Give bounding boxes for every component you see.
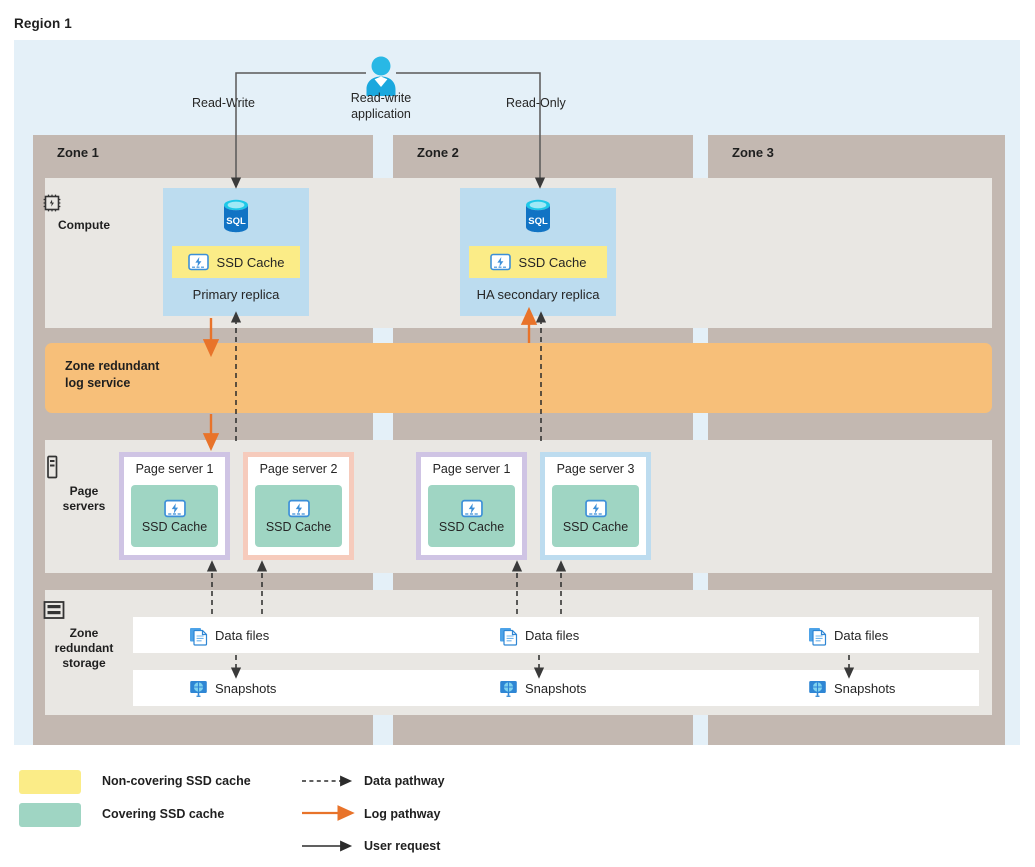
read-write-label: Read-Write xyxy=(192,96,255,110)
page-server-card[interactable]: Page server 2 SSD Cache xyxy=(243,452,354,560)
compute-row-label: Compute xyxy=(42,193,126,233)
page-server-card[interactable]: Page server 1 SSD Cache xyxy=(416,452,527,560)
page-server-card[interactable]: Page server 3 SSD Cache xyxy=(540,452,651,560)
zone-redundant-log-service: Zone redundant log service xyxy=(45,343,992,413)
storage-row-data-files: Data files Data files xyxy=(133,617,979,653)
page-server-card[interactable]: Page server 1 SSD Cache xyxy=(119,452,230,560)
ssd-cache-badge: SSD Cache xyxy=(255,485,342,547)
zone-header-1: Zone 1 xyxy=(33,135,373,171)
legend-swatch-non-covering-cache xyxy=(19,770,81,794)
ssd-cache-badge: SSD Cache xyxy=(469,246,607,278)
user-icon xyxy=(352,54,410,98)
zone-label-3: Zone 3 xyxy=(732,145,774,160)
snapshots-icon xyxy=(499,679,518,698)
ha-secondary-replica-card[interactable]: SQL SSD Cache HA secondary replica xyxy=(460,188,616,316)
svg-text:SQL: SQL xyxy=(226,216,246,227)
sql-database-icon: SQL xyxy=(219,197,253,239)
ssd-cache-badge: SSD Cache xyxy=(428,485,515,547)
zone-label-2: Zone 2 xyxy=(417,145,459,160)
ssd-cache-label: SSD Cache xyxy=(562,519,629,534)
sql-database-icon: SQL xyxy=(521,197,555,239)
data-files-cell[interactable]: Data files xyxy=(189,617,269,653)
legend-label-data-pathway: Data pathway xyxy=(364,774,445,788)
storage-row-snapshots: Snapshots Snapshots xyxy=(133,670,979,706)
storage-stack-icon xyxy=(42,600,126,621)
data-files-cell[interactable]: Data files xyxy=(499,617,579,653)
page-server-name: Page server 1 xyxy=(432,462,511,476)
svg-text:SQL: SQL xyxy=(528,216,548,227)
primary-replica-card[interactable]: SQL SSD Cache Primary replica xyxy=(163,188,309,316)
ssd-cache-label: SSD Cache xyxy=(518,254,587,270)
page-servers-row-label: Page servers xyxy=(42,455,126,514)
page-server-name: Page server 3 xyxy=(556,462,635,476)
zone-label-1: Zone 1 xyxy=(57,145,99,160)
legend-label-non-covering-cache: Non-covering SSD cache xyxy=(102,774,251,788)
page-server-name: Page server 1 xyxy=(135,462,214,476)
zone-header-3: Zone 3 xyxy=(708,135,1005,171)
ssd-disk-icon xyxy=(287,499,310,518)
ssd-disk-icon xyxy=(584,499,607,518)
ssd-cache-label: SSD Cache xyxy=(438,519,505,534)
legend-swatch-covering-cache xyxy=(19,803,81,827)
ssd-cache-label: SSD Cache xyxy=(141,519,208,534)
ssd-disk-icon xyxy=(163,499,186,518)
read-only-label: Read-Only xyxy=(506,96,566,110)
legend-label-log-pathway: Log pathway xyxy=(364,807,441,821)
legend-label-user-request: User request xyxy=(364,839,441,853)
legend-arrow-data-pathway xyxy=(302,775,353,787)
snapshots-cell[interactable]: Snapshots xyxy=(189,670,276,706)
log-service-label: Zone redundant log service xyxy=(65,359,160,390)
snapshots-cell[interactable]: Snapshots xyxy=(808,670,895,706)
server-icon xyxy=(42,455,126,479)
page-server-name: Page server 2 xyxy=(259,462,338,476)
snapshots-icon xyxy=(189,679,208,698)
ssd-cache-badge: SSD Cache xyxy=(552,485,639,547)
snapshots-label: Snapshots xyxy=(215,680,277,696)
compute-row-text: Compute xyxy=(58,218,110,232)
data-files-icon xyxy=(499,626,518,646)
snapshots-label: Snapshots xyxy=(834,680,896,696)
data-files-icon xyxy=(808,626,827,646)
cpu-chip-icon xyxy=(42,193,126,213)
data-files-icon xyxy=(189,626,208,646)
legend: Non-covering SSD cache Covering SSD cach… xyxy=(14,765,1020,860)
app-label: Read-write application xyxy=(350,91,412,121)
page-servers-row-text: Page servers xyxy=(62,484,106,513)
ssd-disk-icon xyxy=(460,499,483,518)
zone-header-2: Zone 2 xyxy=(393,135,693,171)
primary-replica-name: Primary replica xyxy=(192,287,280,302)
snapshots-label: Snapshots xyxy=(525,680,587,696)
storage-row-label: Zone redundant storage xyxy=(42,600,126,671)
data-files-label: Data files xyxy=(525,627,580,643)
snapshots-cell[interactable]: Snapshots xyxy=(499,670,586,706)
snapshots-icon xyxy=(808,679,827,698)
ssd-cache-badge: SSD Cache xyxy=(131,485,218,547)
region-title: Region 1 xyxy=(14,16,72,31)
ssd-cache-badge: SSD Cache xyxy=(172,246,300,278)
ssd-cache-label: SSD Cache xyxy=(265,519,332,534)
data-files-label: Data files xyxy=(834,627,889,643)
data-files-label: Data files xyxy=(215,627,270,643)
data-files-cell[interactable]: Data files xyxy=(808,617,888,653)
ssd-cache-label: SSD Cache xyxy=(216,254,285,270)
ssd-disk-icon xyxy=(489,253,511,271)
ssd-disk-icon xyxy=(187,253,209,271)
ha-secondary-replica-name: HA secondary replica xyxy=(476,287,600,302)
legend-label-covering-cache: Covering SSD cache xyxy=(102,807,225,821)
storage-row-text: Zone redundant storage xyxy=(54,626,114,670)
legend-arrow-user-request xyxy=(302,840,353,852)
legend-arrow-log-pathway xyxy=(302,805,355,821)
